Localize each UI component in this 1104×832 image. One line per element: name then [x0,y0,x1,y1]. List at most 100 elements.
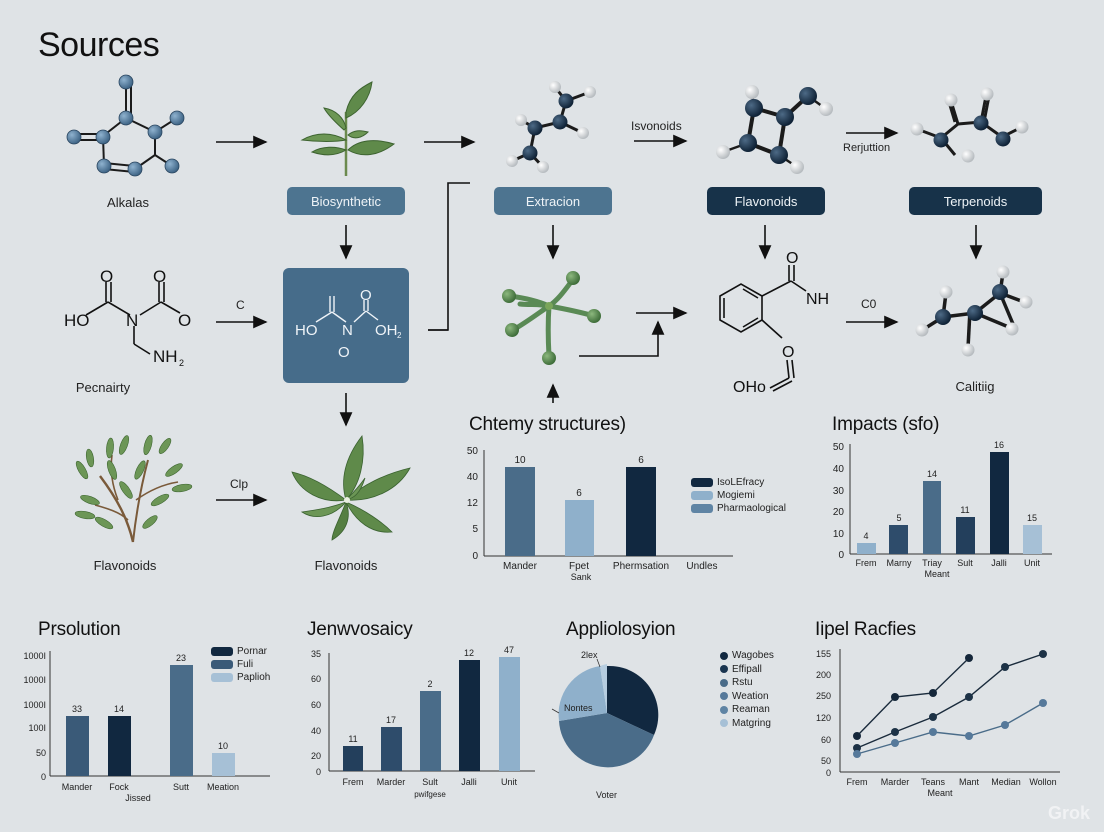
svg-text:OHo: OHo [733,379,766,396]
data-point[interactable] [965,732,973,740]
flavonoids-pill[interactable]: Flavonoids [707,187,825,215]
data-point[interactable] [965,654,973,662]
data-point[interactable] [1001,721,1009,729]
svg-text:50: 50 [833,442,845,453]
chart-title-chemistry: Chtemy structures) [469,414,626,435]
svg-text:0: 0 [472,551,478,562]
bar[interactable] [990,452,1009,554]
svg-text:20: 20 [833,507,845,518]
amide-structure-left [85,282,181,355]
pie-slice[interactable] [600,664,607,713]
biosynthetic-pill[interactable]: Biosynthetic [287,187,405,215]
svg-text:12: 12 [467,498,479,509]
watermark-logo: Grok [1047,803,1090,823]
svg-text:10: 10 [218,741,228,751]
bar[interactable] [565,500,594,556]
page-title: Sources [38,26,160,64]
svg-text:Median: Median [991,777,1021,787]
svg-text:5: 5 [896,513,901,523]
svg-text:O: O [786,250,798,267]
reduction-edge-label: Rerjuttion [843,142,891,154]
data-point[interactable] [929,689,937,697]
svg-text:50: 50 [467,446,479,457]
bar[interactable] [1023,525,1042,554]
svg-text:Frem: Frem [847,777,868,787]
data-point[interactable] [853,744,861,752]
bar[interactable] [66,716,89,776]
data-point[interactable] [1039,650,1047,658]
appliolosyion-legend: Wagobes Effipall Rstu Weation Reaman Mat… [720,649,774,730]
svg-text:5: 5 [472,524,478,535]
data-point[interactable] [1039,699,1047,707]
svg-text:1000I: 1000I [23,675,46,685]
svg-text:6: 6 [638,455,644,466]
data-point[interactable] [929,728,937,736]
svg-text:O: O [153,267,166,286]
bar[interactable] [626,467,656,556]
bar[interactable] [212,753,235,776]
svg-text:12: 12 [464,648,474,658]
bar[interactable] [857,543,876,554]
svg-text:14: 14 [927,469,937,479]
svg-text:Mander: Mander [62,782,93,792]
svg-text:Sank: Sank [571,572,592,582]
svg-text:30: 30 [833,486,845,497]
svg-text:2: 2 [427,679,432,689]
svg-text:10: 10 [833,529,845,540]
svg-text:Phermsation: Phermsation [613,561,669,572]
svg-text:120: 120 [816,713,831,723]
svg-text:0: 0 [41,772,46,782]
terpenoids-pill[interactable]: Terpenoids [909,187,1042,215]
data-point[interactable] [891,739,899,747]
data-point[interactable] [965,693,973,701]
extraction-pill[interactable]: Extracion [494,187,612,215]
svg-text:6: 6 [576,488,582,499]
bar[interactable] [956,517,975,554]
svg-text:2lex: 2lex [581,650,598,660]
pie-slice[interactable] [558,666,607,721]
plant-sprig-icon [300,81,396,176]
svg-text:15: 15 [1027,513,1037,523]
data-point[interactable] [853,732,861,740]
svg-text:N: N [126,311,138,330]
svg-text:Triay: Triay [922,558,942,568]
chart-title-jenwvosaicy: Jenwvosaicy [307,619,413,640]
data-point[interactable] [853,750,861,758]
data-point[interactable] [1001,663,1009,671]
iipel-racfies-line-chart: 155 200 250 120 60 50 0 Frem Marder Tean… [816,649,1060,798]
svg-text:155: 155 [816,649,831,659]
svg-text:40: 40 [311,726,321,736]
svg-text:HO: HO [295,322,318,339]
bar[interactable] [505,467,535,556]
bar[interactable] [381,727,402,771]
svg-text:17: 17 [386,715,396,725]
bar[interactable] [343,746,363,771]
pie-slice[interactable] [559,713,654,768]
svg-text:Marder: Marder [377,777,406,787]
chart-title-prsolution: Prsolution [38,619,121,640]
svg-text:Jissed: Jissed [125,793,151,803]
bar[interactable] [499,657,520,771]
bar[interactable] [459,660,480,771]
svg-text:Teans: Teans [921,777,946,787]
bar[interactable] [420,691,441,771]
benzamide-structure [719,265,807,392]
bar[interactable] [108,716,131,776]
bar[interactable] [889,525,908,554]
svg-text:Frem: Frem [343,777,364,787]
green-branching-structure-icon [502,271,601,365]
prsolution-bar-chart: 1000I 1000I 1000I 100I 50 0 33 14 23 10 … [23,651,270,803]
svg-text:NH: NH [806,291,829,308]
bar[interactable] [170,665,193,776]
svg-text:Sutt: Sutt [173,782,190,792]
svg-text:50: 50 [36,748,46,758]
data-point[interactable] [891,728,899,736]
svg-text:50: 50 [821,756,831,766]
svg-text:Jalli: Jalli [991,558,1007,568]
data-point[interactable] [929,713,937,721]
svg-text:40: 40 [467,472,479,483]
pie-slice[interactable] [607,665,659,735]
svg-text:1000I: 1000I [23,700,46,710]
bar[interactable] [923,481,941,554]
data-point[interactable] [891,693,899,701]
